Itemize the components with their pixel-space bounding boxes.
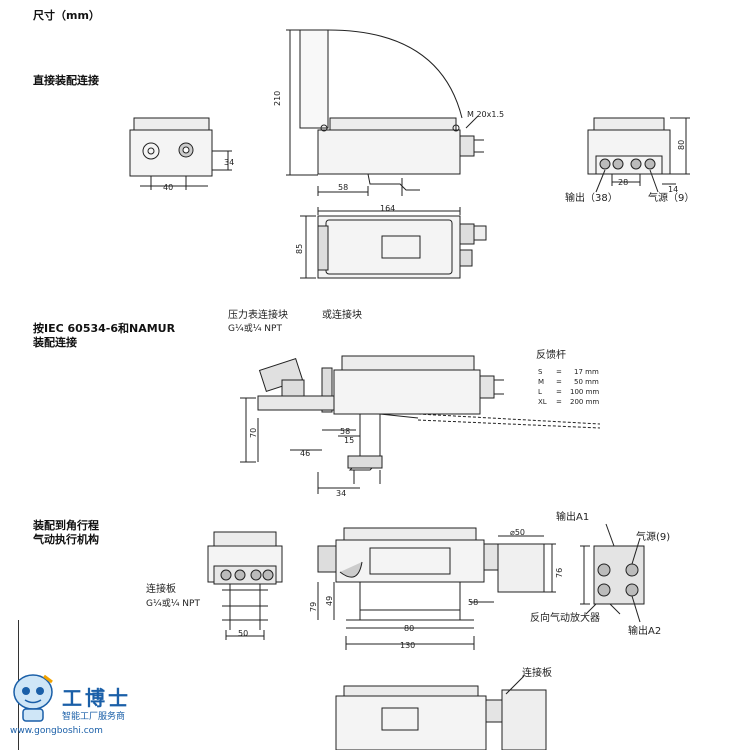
dim-58-c: 58	[468, 598, 478, 607]
logo-url[interactable]: www.gongboshi.com	[10, 726, 103, 736]
logo-name: 工博士	[62, 686, 131, 710]
feedback-lever-label: 反馈杆	[536, 348, 566, 361]
dim-80: 80	[404, 624, 414, 633]
logo-subtitle: 智能工厂服务商	[62, 712, 126, 722]
dim-80-end: 80	[677, 140, 686, 150]
dim-79: 79	[309, 602, 318, 612]
dim-28: 28	[618, 178, 628, 187]
svg-text:=: =	[556, 388, 562, 396]
gauge-block-label: 压力表连接块	[228, 308, 288, 321]
dim-15: 15	[344, 436, 354, 445]
rotary-mount-heading-line2: 气动执行机构	[33, 533, 99, 546]
supply-9-label-b: 气源(9)	[636, 530, 670, 543]
lever-size-list: S = 17 mm M = 50 mm L = 100 mm XL = 200 …	[538, 368, 599, 406]
reverse-booster-block	[580, 523, 645, 623]
dim-50: 50	[238, 629, 248, 638]
svg-text:=: =	[556, 398, 562, 406]
dim-34-b: 34	[336, 489, 346, 498]
lever-value: 50 mm	[574, 378, 599, 386]
dim-49: 49	[325, 596, 334, 606]
dim-76: 76	[555, 568, 564, 578]
lever-code: L	[538, 388, 542, 396]
dim-164: 164	[380, 204, 395, 213]
rotary-mount-heading-line1: 装配到角行程	[33, 519, 99, 532]
lever-code: M	[538, 378, 544, 386]
lever-value: 100 mm	[570, 388, 599, 396]
thread-label: M 20x1.5	[467, 110, 504, 119]
iec-mount-heading-line1: 按IEC 60534-6和NAMUR	[33, 322, 176, 335]
dimensions-heading: 尺寸（mm）	[33, 9, 100, 22]
iec-mount-heading-line2: 装配连接	[33, 336, 77, 349]
dim-58-a: 58	[338, 183, 348, 192]
dim-40: 40	[163, 183, 173, 192]
dim-46: 46	[300, 449, 310, 458]
dim-phi50: ⌀50	[510, 528, 525, 537]
connecting-plate-label-bottom: 连接板	[522, 666, 552, 679]
company-logo: 工博士 智能工厂服务商 www.gongboshi.com	[10, 668, 140, 742]
dim-130: 130	[400, 641, 415, 650]
lever-code: XL	[538, 398, 547, 406]
end-view	[587, 117, 690, 193]
iec-mount-view	[240, 355, 601, 494]
dim-210: 210	[273, 91, 282, 106]
dim-34-a: 34	[224, 158, 234, 167]
dim-85: 85	[295, 244, 304, 254]
side-view-cover-open	[286, 29, 484, 196]
lever-value: 17 mm	[574, 368, 599, 376]
dim-70: 70	[249, 428, 258, 438]
svg-text:=: =	[556, 368, 562, 376]
plate-thread-label: G¼或¼ NPT	[146, 597, 200, 609]
reverse-amplifier-label: 反向气动放大器	[530, 611, 600, 624]
lever-code: S	[538, 368, 543, 376]
bottom-partial-view	[335, 675, 547, 750]
gauge-thread-label: G¼或¼ NPT	[228, 322, 282, 334]
top-view	[300, 207, 487, 279]
robot-mascot-icon	[13, 674, 53, 722]
direct-mount-heading: 直接装配连接	[33, 74, 99, 87]
svg-text:=: =	[556, 378, 562, 386]
rotary-mount-front-view	[207, 531, 283, 640]
rotary-mount-side-view	[317, 527, 556, 650]
or-block-label: 或连接块	[322, 308, 362, 321]
output-38-label: 输出（38）	[565, 191, 618, 204]
dim-58-b: 58	[340, 427, 350, 436]
lever-value: 200 mm	[570, 398, 599, 406]
dim-14: 14	[668, 185, 678, 194]
connecting-plate-label: 连接板	[146, 582, 176, 595]
side-view-front	[129, 117, 232, 190]
output-a1-label: 输出A1	[556, 510, 589, 523]
supply-9-label: 气源（9）	[648, 191, 694, 204]
output-a2-label: 输出A2	[628, 624, 661, 637]
